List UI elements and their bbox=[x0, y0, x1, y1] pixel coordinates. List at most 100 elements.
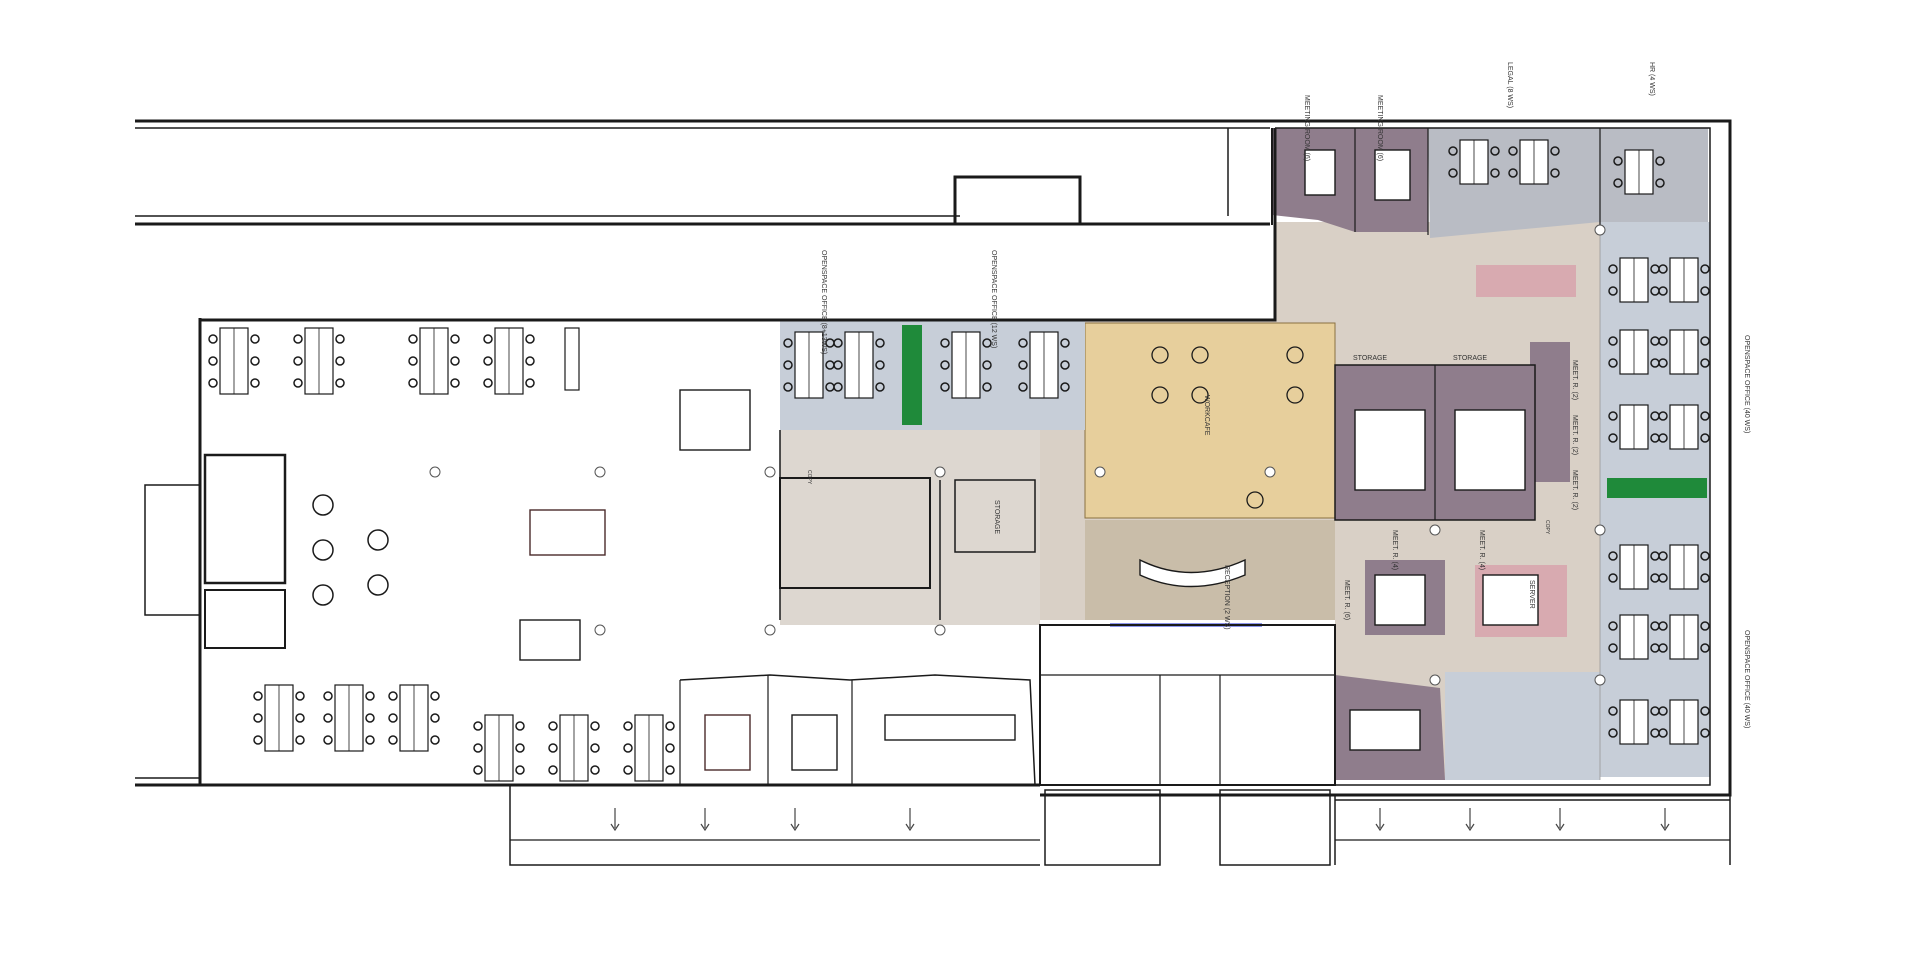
chair bbox=[295, 713, 305, 723]
meeting-table bbox=[1304, 149, 1336, 196]
chair bbox=[388, 735, 398, 745]
chair bbox=[1490, 146, 1500, 156]
chair bbox=[1508, 168, 1518, 178]
furniture-layer bbox=[208, 139, 1710, 832]
chair bbox=[430, 713, 440, 723]
reception-desk bbox=[1139, 558, 1246, 588]
chair bbox=[623, 765, 633, 775]
chair bbox=[1613, 156, 1623, 166]
meeting-table bbox=[1374, 574, 1426, 626]
chair bbox=[250, 334, 260, 344]
chair bbox=[335, 378, 345, 388]
meeting-table bbox=[1454, 409, 1526, 491]
arrow-head bbox=[790, 823, 800, 832]
chair bbox=[208, 334, 218, 344]
column bbox=[764, 624, 776, 636]
chair bbox=[208, 378, 218, 388]
arrow-head bbox=[700, 823, 710, 832]
chair bbox=[250, 356, 260, 366]
chair bbox=[833, 360, 843, 370]
cafe-table bbox=[1286, 346, 1304, 364]
label-storage-3: STORAGE bbox=[993, 500, 1000, 534]
chair bbox=[783, 360, 793, 370]
lounge-table bbox=[312, 584, 334, 606]
chair bbox=[1700, 551, 1710, 561]
chair bbox=[875, 382, 885, 392]
chair bbox=[940, 360, 950, 370]
lounge-table bbox=[367, 529, 389, 551]
chair bbox=[783, 338, 793, 348]
chair bbox=[665, 765, 675, 775]
desk bbox=[564, 327, 580, 391]
label-hr: HR (4 WS) bbox=[1648, 62, 1655, 96]
label-meet-r-4: MEET. R. (2) bbox=[1571, 415, 1578, 455]
chair bbox=[323, 713, 333, 723]
lounge-table bbox=[312, 494, 334, 516]
chair bbox=[1700, 411, 1710, 421]
cafe-table bbox=[1246, 491, 1264, 509]
chair bbox=[1608, 264, 1618, 274]
column bbox=[1594, 674, 1606, 686]
chair bbox=[1018, 382, 1028, 392]
arrow-head bbox=[1555, 823, 1565, 832]
chair bbox=[525, 378, 535, 388]
meeting-table bbox=[1374, 149, 1411, 201]
chair bbox=[293, 378, 303, 388]
chair bbox=[783, 382, 793, 392]
column bbox=[429, 466, 441, 478]
arrow-head bbox=[905, 823, 915, 832]
chair bbox=[1700, 621, 1710, 631]
label-openspace-right-bottom: OPENSPACE OFFICE (40 WS) bbox=[1743, 630, 1750, 728]
chair bbox=[1700, 706, 1710, 716]
lounge-table bbox=[367, 574, 389, 596]
arrow-head bbox=[1660, 823, 1670, 832]
label-storage-1: STORAGE bbox=[1353, 355, 1387, 362]
walls bbox=[135, 119, 1732, 866]
chair bbox=[323, 691, 333, 701]
chair bbox=[1448, 168, 1458, 178]
chair bbox=[1060, 382, 1070, 392]
chair bbox=[1608, 411, 1618, 421]
label-meet-r-1: MEET. R. (4) bbox=[1391, 530, 1398, 570]
chair bbox=[940, 382, 950, 392]
chair bbox=[430, 735, 440, 745]
chair bbox=[335, 334, 345, 344]
chair bbox=[1700, 728, 1710, 738]
meeting-table bbox=[884, 714, 1016, 741]
chair bbox=[982, 360, 992, 370]
chair bbox=[430, 691, 440, 701]
room-labels: MEETING ROOM (6) MEETING ROOM (6) LEGAL … bbox=[806, 62, 1750, 728]
chair bbox=[548, 743, 558, 753]
chair bbox=[450, 334, 460, 344]
chair bbox=[1658, 621, 1668, 631]
chair bbox=[473, 743, 483, 753]
chair bbox=[548, 765, 558, 775]
chair bbox=[1018, 338, 1028, 348]
chair bbox=[253, 691, 263, 701]
column bbox=[594, 466, 606, 478]
chair bbox=[1658, 643, 1668, 653]
chair bbox=[473, 765, 483, 775]
arrow-head bbox=[610, 823, 620, 832]
chair bbox=[1700, 643, 1710, 653]
chair bbox=[1550, 146, 1560, 156]
chair bbox=[1658, 336, 1668, 346]
chair bbox=[1608, 621, 1618, 631]
chair bbox=[1448, 146, 1458, 156]
label-meet-r-5: MEET. R. (2) bbox=[1571, 470, 1578, 510]
meeting-table bbox=[529, 509, 606, 556]
column bbox=[1429, 524, 1441, 536]
chair bbox=[1700, 358, 1710, 368]
chair bbox=[1060, 338, 1070, 348]
chair bbox=[525, 356, 535, 366]
chair bbox=[293, 334, 303, 344]
chair bbox=[365, 735, 375, 745]
chair bbox=[293, 356, 303, 366]
chair bbox=[1608, 643, 1618, 653]
lounge-table bbox=[312, 539, 334, 561]
chair bbox=[450, 356, 460, 366]
column bbox=[594, 624, 606, 636]
chair bbox=[1700, 573, 1710, 583]
chair bbox=[515, 765, 525, 775]
chair bbox=[473, 721, 483, 731]
